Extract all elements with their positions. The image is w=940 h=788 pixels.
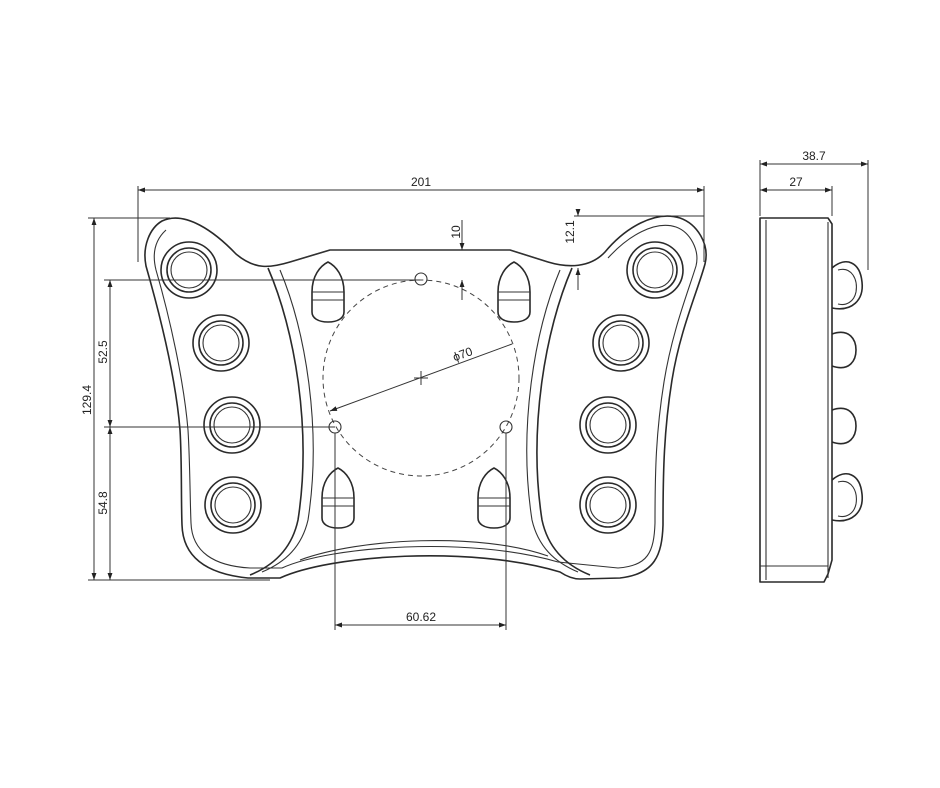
push-button-icon: [579, 476, 637, 534]
left-panel-edge-inner: [261, 269, 314, 573]
diameter-leader: [329, 343, 513, 412]
toggle-lever-icon: [477, 467, 511, 529]
dim-height-lower: 54.8: [96, 491, 110, 515]
push-button-icon: [592, 314, 650, 372]
dim-top-offset-12-1: 12.1: [563, 220, 577, 244]
right-buttons: [579, 241, 684, 534]
plate-outline: [144, 215, 707, 580]
dim-side-depth-total: 38.7: [802, 149, 826, 163]
toggle-lever-icon: [321, 467, 355, 529]
dim-height-total: 129.4: [80, 385, 94, 415]
left-panel-edge: [249, 267, 304, 576]
push-button-icon: [579, 396, 637, 454]
center-bottom-edge: [299, 540, 549, 561]
side-knob-icon: [831, 473, 863, 522]
side-knob-icon: [831, 331, 857, 369]
bolt-circle: [322, 279, 520, 477]
dim-hole-spacing: 60.62: [406, 610, 436, 624]
front-view: [144, 215, 707, 580]
side-view: [759, 160, 869, 583]
toggle-lever-icon: [497, 261, 531, 323]
dim-bolt-circle: ϕ70: [451, 344, 475, 364]
toggle-lever-icon: [311, 261, 345, 323]
dim-overall-width: 201: [411, 175, 431, 189]
dim-top-offset-10: 10: [449, 225, 463, 239]
push-button-icon: [192, 314, 250, 372]
push-button-icon: [626, 241, 684, 299]
side-knob-icon: [831, 407, 857, 445]
push-button-icon: [160, 241, 218, 299]
side-knob-icon: [831, 261, 863, 310]
dim-side-depth-body: 27: [789, 175, 803, 189]
center-top-edge: [289, 249, 549, 263]
push-button-icon: [203, 396, 261, 454]
right-panel-edge: [536, 267, 591, 576]
dimension-lines: [88, 186, 705, 630]
plate-inner-edge: [153, 224, 698, 569]
mount-hole-icon: [499, 420, 513, 434]
push-button-icon: [204, 476, 262, 534]
dim-height-upper: 52.5: [96, 340, 110, 364]
right-panel-edge-inner: [526, 269, 579, 573]
mount-hole-icon: [414, 272, 428, 286]
left-buttons: [160, 241, 262, 534]
